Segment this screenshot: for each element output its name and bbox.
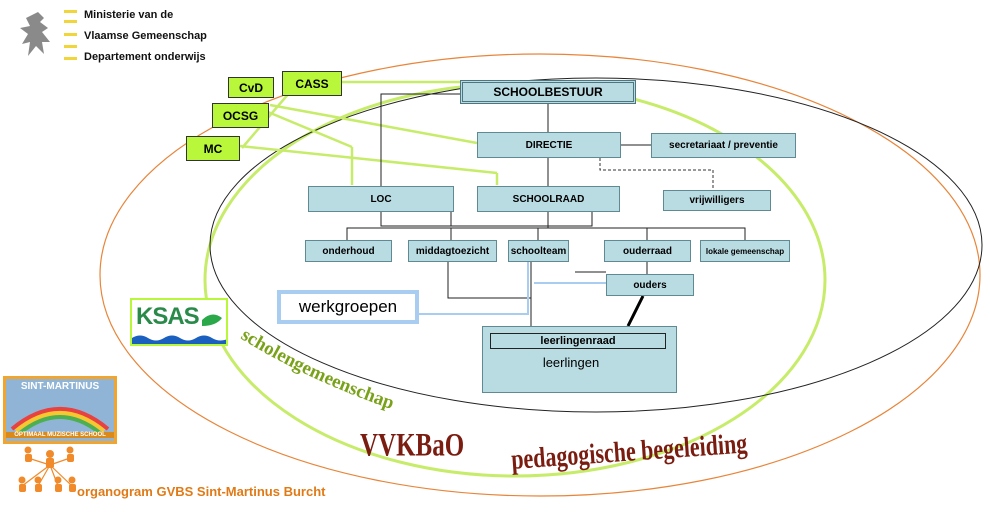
schoolraad-box: SCHOOLRAAD [477,186,620,212]
leerlingen-box: leerlingenraad leerlingen [482,326,677,393]
partner-mc: MC [186,136,240,161]
partner-ocsg: OCSG [212,103,269,128]
lokale-gemeenschap-box: lokale gemeenschap [700,240,790,262]
leerlingen-label: leerlingen [542,355,600,370]
vrijwilligers-dashed-link [599,158,714,190]
werkgroepen-box: werkgroepen [277,290,419,324]
ministry-bar-2 [64,20,77,23]
werkgroepen-connectors [419,262,606,315]
schoolbestuur-box: SCHOOLBESTUUR [460,80,636,104]
partner-cvd: CvD [228,77,274,98]
ministry-bar-1 [64,10,77,13]
ouders-box: ouders [606,274,694,296]
ouderraad-box: ouderraad [604,240,691,262]
ministry-line-1: Ministerie van de [84,9,174,21]
partner-cass: CASS [282,71,342,96]
scholengemeenschap-label: scholengemeenschap [237,324,397,413]
ksas-logo: KSAS [130,298,228,346]
flemish-lion-logo [14,8,62,68]
middagtoezicht-box: middagtoezicht [408,240,497,262]
directie-box: DIRECTIE [477,132,621,158]
vvkbao-label: VVKBaO [360,428,465,464]
sint-martinus-logo-title: SINT-MARTINUS [20,381,100,392]
ministry-bar-4 [64,45,77,48]
leerlingenraad-label: leerlingenraad [490,333,666,349]
organogram-caption: organogram GVBS Sint-Martinus Burcht [77,484,326,499]
vrijwilligers-box: vrijwilligers [663,190,771,211]
ksas-logo-text: KSAS [136,303,200,330]
ministry-bar-3 [64,33,77,36]
secretariaat-preventie-box: secretariaat / preventie [651,133,796,158]
ministry-line-3: Departement onderwijs [84,51,206,63]
partner-connectors [239,80,499,185]
sint-martinus-logo-subtitle: OPTIMAAL MUZISCHE SCHOOL [6,432,114,438]
outer-ellipse [99,53,981,497]
ministry-line-2: Vlaamse Gemeenschap [84,30,207,42]
ministry-bar-5 [64,57,77,60]
sint-martinus-logo: SINT-MARTINUS OPTIMAAL MUZISCHE SCHOOL [3,376,117,444]
inner-ellipse [209,77,983,413]
org-connectors [346,93,746,326]
loc-box: LOC [308,186,454,212]
ouders-leerlingen-link [626,295,645,327]
schoolteam-box: schoolteam [508,240,569,262]
people-network-icon [18,446,76,492]
onderhoud-box: onderhoud [305,240,392,262]
